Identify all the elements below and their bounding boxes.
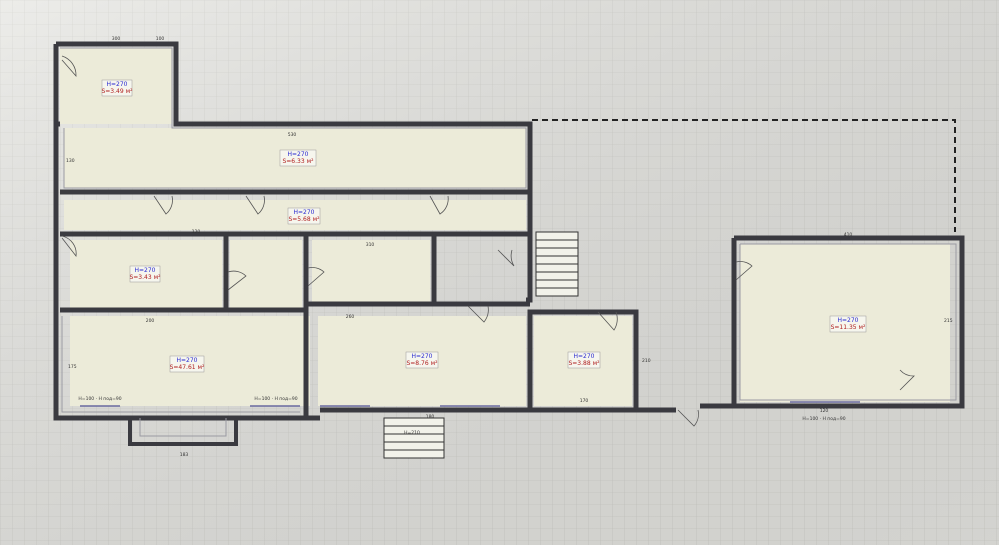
room-area: S=47.61 м² bbox=[170, 364, 205, 371]
room-area: S=11.35 м² bbox=[831, 324, 866, 331]
dim-bot-1: 183 bbox=[180, 452, 189, 458]
dim-bot-2: 170 bbox=[580, 398, 589, 404]
dim-top-c: 530 bbox=[288, 132, 297, 138]
dim-mid-2: 310 bbox=[366, 242, 375, 248]
stair-right bbox=[535, 231, 579, 297]
room-r7: H=270 S=3.88 м² bbox=[567, 351, 601, 369]
dimension-labels: 300 100 530 410 120 310 260 200 183 170 … bbox=[66, 36, 953, 458]
room-area: S=5.68 м² bbox=[288, 216, 320, 223]
room-r5: H=270 S=47.61 м² bbox=[170, 355, 205, 373]
dim-side-4: 210 bbox=[642, 358, 651, 364]
dim-bot-3: 180 bbox=[426, 414, 435, 420]
window-labels: H=100 · H под=90 H=100 · H под=90 H=210 … bbox=[78, 396, 845, 436]
room-r6: H=270 S=8.76 м² bbox=[405, 351, 439, 369]
dashed-extension-outline bbox=[532, 119, 956, 232]
dim-side-2: 215 bbox=[944, 318, 953, 324]
dim-bot-4: 120 bbox=[820, 408, 829, 414]
room-label: H=270 bbox=[288, 151, 309, 158]
room-area: S=3.49 м² bbox=[101, 88, 133, 95]
room-area: S=8.76 м² bbox=[406, 360, 438, 367]
room-area: S=6.33 м² bbox=[282, 158, 314, 165]
dim-side-3: 175 bbox=[68, 364, 77, 370]
walls bbox=[53, 41, 965, 421]
room-area: S=3.43 м² bbox=[129, 274, 161, 281]
wall-inner-lines bbox=[60, 47, 957, 413]
bay-window bbox=[128, 418, 238, 446]
room-label: H=270 bbox=[135, 267, 156, 274]
room-r8: H=270 S=11.35 м² bbox=[829, 315, 867, 333]
door-swings bbox=[61, 55, 915, 427]
room-r1: H=270 S=3.49 м² bbox=[101, 79, 133, 97]
room-r3: H=270 S=5.68 м² bbox=[287, 207, 321, 225]
window-label: H=100 · H под=90 bbox=[78, 396, 121, 402]
room-label: H=270 bbox=[107, 81, 128, 88]
window-label: H=100 · H под=90 bbox=[254, 396, 297, 402]
window-marks bbox=[80, 401, 860, 407]
window-label: H=100 · H под=90 bbox=[802, 416, 845, 422]
room-label: H=270 bbox=[177, 357, 198, 364]
room-r2: H=270 S=6.33 м² bbox=[279, 149, 317, 167]
stair-bottom bbox=[383, 417, 445, 459]
dim-top-a: 300 bbox=[112, 36, 121, 42]
dim-side-1: 130 bbox=[66, 158, 75, 164]
room-label: H=270 bbox=[294, 209, 315, 216]
dim-mid-4: 200 bbox=[146, 318, 155, 324]
room-r4: H=270 S=3.43 м² bbox=[129, 265, 161, 283]
dim-mid-3: 260 bbox=[346, 314, 355, 320]
room-area: S=3.88 м² bbox=[568, 360, 600, 367]
dim-top-d: 410 bbox=[844, 232, 853, 238]
dim-top-b: 100 bbox=[156, 36, 165, 42]
room-label: H=270 bbox=[574, 353, 595, 360]
bay-window-inner bbox=[139, 418, 227, 437]
window-label: H=210 bbox=[404, 430, 420, 436]
dim-mid-1: 120 bbox=[192, 229, 201, 235]
room-label: H=270 bbox=[838, 317, 859, 324]
room-label: H=270 bbox=[412, 353, 433, 360]
